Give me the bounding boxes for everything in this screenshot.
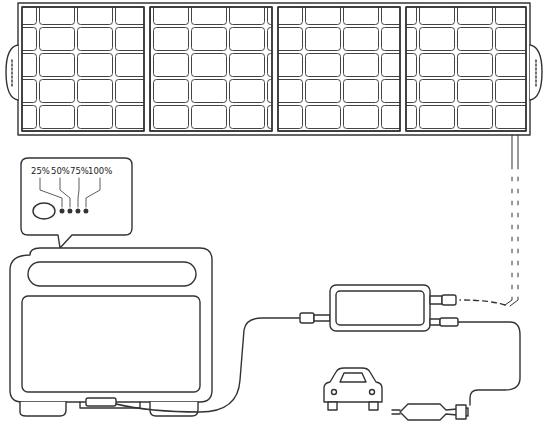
percent-label: 25%	[31, 167, 50, 176]
solar-panel	[6, 3, 542, 135]
led-callout	[21, 158, 132, 248]
station-cable	[116, 313, 330, 412]
car-plug	[392, 404, 468, 420]
percent-label: 75%	[70, 167, 89, 176]
power-station	[10, 248, 212, 416]
car-cable	[458, 322, 520, 405]
car-icon	[324, 368, 382, 410]
percent-label: 100%	[88, 167, 112, 176]
panel-cable	[460, 135, 518, 306]
percent-label: 50%	[51, 167, 70, 176]
charge-controller	[330, 285, 458, 331]
